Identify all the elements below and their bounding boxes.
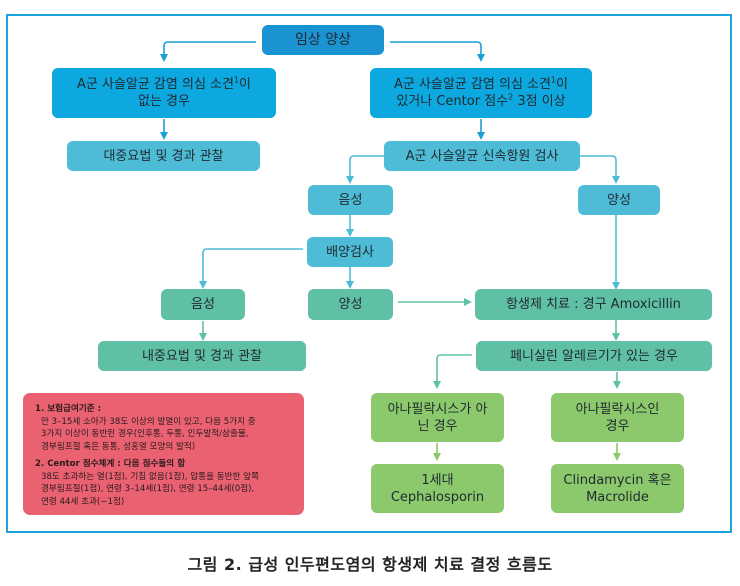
culture-negative-care-label: 내중요법 및 경과 관찰 <box>141 348 263 364</box>
culture-positive-label: 양성 <box>338 297 363 312</box>
culture-test-node: 배양검사 <box>307 237 393 267</box>
arrow-to-rapid-negative <box>346 155 384 184</box>
cephalosporin-node: 1세대 Cephalosporin <box>371 464 504 513</box>
cephalosporin-line1: 1세대 <box>421 472 454 488</box>
rapid-positive-label: 양성 <box>607 192 631 208</box>
clinical-presentation-label: 임상 양상 <box>295 31 351 48</box>
antibiotic-treatment-label: 항생제 치료 : 경구 Amoxicillin <box>506 297 681 312</box>
note1-line: 만 3–15세 소아가 38도 이상의 발열이 있고, 다음 5가지 중 <box>41 416 256 427</box>
clindamycin-line2: Macrolide <box>586 489 649 505</box>
note2-title: 2. Centor 점수체계 : 다음 점수들의 합 <box>35 459 186 469</box>
no-gas-suspicion-line2: 없는 경우 <box>138 94 190 109</box>
note1-line: 3가지 이상이 동반된 경우(인후통, 두통, 인두발적/삼출물, <box>41 429 249 439</box>
gas-suspicion-line1: A군 사슬알균 감염 의심 소견1이 <box>393 75 569 92</box>
penicillin-allergy-node: 페니실린 알레르기가 있는 경우 <box>476 341 712 371</box>
symptomatic-care-node: 대중요법 및 경과 관찰 <box>67 141 260 171</box>
culture-test-label: 배양검사 <box>326 244 374 260</box>
arrow-culture-to-negative <box>199 248 303 289</box>
rapid-antigen-test-label: A군 사슬알균 신속항원 검사 <box>405 148 559 164</box>
cephalosporin-line2: Cephalosporin <box>390 489 485 505</box>
symptomatic-care-label: 대중요법 및 경과 관찰 <box>103 148 224 164</box>
note2-line: 연령 44세 초과(−1점) <box>41 496 125 507</box>
culture-negative-care-node: 내중요법 및 경과 관찰 <box>98 341 306 371</box>
arrow-allergy-to-non-anaphylaxis <box>433 354 472 389</box>
note2-line: 경부림프절(1점), 연령 3–14세(1점), 연령 15–44세(0점), <box>41 484 255 494</box>
non-anaphylaxis-node: 아나필락시스가 아닌 경우 <box>371 393 504 442</box>
culture-negative-node: 음성 <box>161 289 245 320</box>
anaphylaxis-node: 아나필락시스인 경우 <box>551 393 684 442</box>
penicillin-allergy-label: 페니실린 알레르기가 있는 경우 <box>510 348 678 364</box>
rapid-negative-node: 음성 <box>308 185 393 215</box>
gas-suspicion-node: A군 사슬알균 감염 의심 소견1이 있거나 Centor 점수2 3점 이상 <box>370 68 592 118</box>
gas-suspicion-line2: 있거나 Centor 점수2 3점 이상 <box>396 92 566 109</box>
antibiotic-treatment-node: 항생제 치료 : 경구 Amoxicillin <box>475 289 712 320</box>
figure-caption: 그림 2. 급성 인두편도염의 항생제 치료 결정 흐름도 <box>187 555 553 574</box>
note1-line: 경부림프절 혹은 동통, 성홍열 모양의 발적) <box>41 441 196 452</box>
arrow-to-rapid-positive <box>580 155 620 184</box>
note2-line: 38도 초과하는 열(1점), 기침 없음(1점), 압통을 동반한 앞쪽 <box>41 471 259 482</box>
culture-negative-label: 음성 <box>191 297 215 312</box>
anaphylaxis-label: 아나필락시스인 경우 <box>575 401 660 434</box>
no-gas-suspicion-line1: A군 사슬알균 감염 의심 소견1이 <box>76 75 252 92</box>
culture-positive-node: 양성 <box>308 289 393 320</box>
non-anaphylaxis-label: 아나필락시스가 아닌 경우 <box>387 401 488 434</box>
note1-title: 1. 보험급여기준 : <box>35 404 102 414</box>
clindamycin-macrolide-node: Clindamycin 혹은 Macrolide <box>551 464 684 513</box>
no-gas-suspicion-node: A군 사슬알균 감염 의심 소견1이 없는 경우 <box>52 68 276 118</box>
arrow-to-right-condition <box>390 41 485 62</box>
rapid-antigen-test-node: A군 사슬알균 신속항원 검사 <box>384 141 580 171</box>
rapid-negative-label: 음성 <box>338 192 363 208</box>
clindamycin-line1: Clindamycin 혹은 <box>563 472 672 488</box>
clinical-presentation-node: 임상 양상 <box>262 25 384 55</box>
rapid-positive-node: 양성 <box>578 185 660 215</box>
footnotes-box: 1. 보험급여기준 : 만 3–15세 소아가 38도 이상의 발열이 있고, … <box>23 393 304 515</box>
diagram-frame <box>6 14 732 533</box>
arrow-to-left-condition <box>160 41 256 62</box>
